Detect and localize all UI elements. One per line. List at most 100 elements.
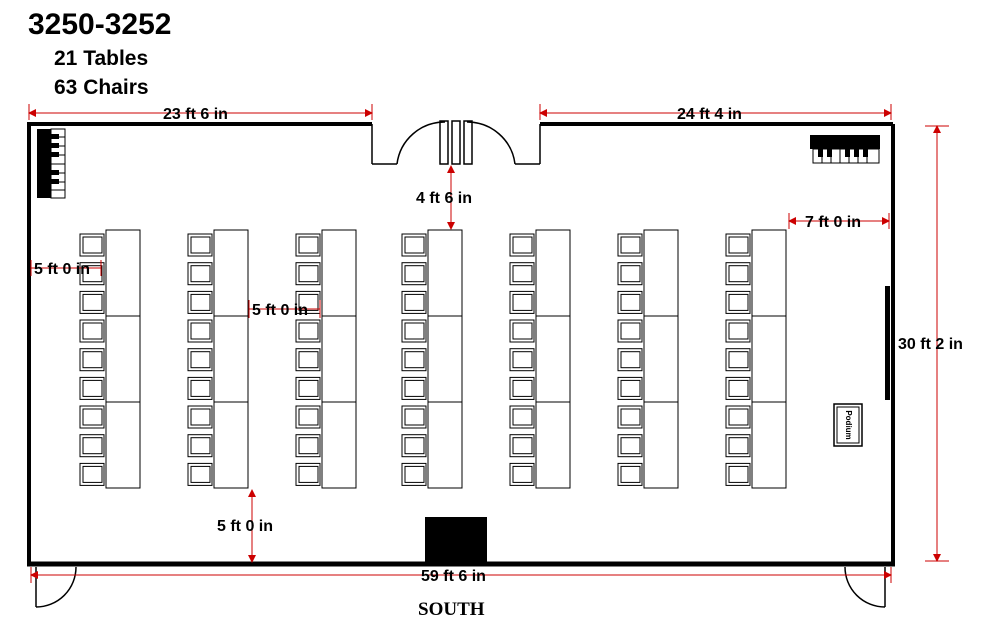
chair: [401, 434, 427, 458]
table: [535, 315, 571, 403]
chair: [401, 262, 427, 286]
chair: [617, 290, 643, 314]
table-column: [295, 229, 357, 489]
table: [105, 401, 141, 489]
table: [751, 401, 787, 489]
table: [213, 229, 249, 317]
table: [213, 315, 249, 403]
chair: [617, 348, 643, 372]
table-column: [725, 229, 787, 489]
table-column: [509, 229, 571, 489]
dimension-labels: 23 ft 6 in 24 ft 4 in 4 ft 6 in 7 ft 0 i…: [34, 106, 963, 620]
table: [427, 401, 463, 489]
whiteboard: [885, 286, 890, 400]
table: [105, 315, 141, 403]
table: [321, 229, 357, 317]
chair: [187, 290, 213, 314]
table: [105, 229, 141, 317]
dim-podium-gap: 7 ft 0 in: [805, 214, 861, 231]
table: [751, 229, 787, 317]
table: [213, 401, 249, 489]
south-label: SOUTH: [418, 599, 485, 620]
seating-area: [79, 229, 787, 489]
chair: [401, 319, 427, 343]
dim-room-width: 59 ft 6 in: [421, 568, 486, 585]
chair: [401, 405, 427, 429]
rear-cabinet: [425, 517, 487, 564]
dim-column-aisle: 5 ft 0 in: [252, 302, 308, 319]
table: [427, 315, 463, 403]
chair: [79, 376, 105, 400]
table: [643, 229, 679, 317]
chair: [295, 434, 321, 458]
chair: [509, 462, 535, 486]
chair: [79, 348, 105, 372]
chair: [187, 233, 213, 257]
chair: [79, 233, 105, 257]
chair: [187, 462, 213, 486]
chair: [725, 348, 751, 372]
chair: [617, 434, 643, 458]
dimension-lines: [28, 104, 949, 583]
chair: [725, 405, 751, 429]
podium-label: Podium: [844, 410, 853, 439]
chair: [725, 233, 751, 257]
chair: [295, 290, 321, 314]
chair: [617, 233, 643, 257]
chair: [295, 462, 321, 486]
table: [321, 401, 357, 489]
chair: [509, 405, 535, 429]
chair: [617, 376, 643, 400]
chair: [401, 290, 427, 314]
dim-top-right: 24 ft 4 in: [677, 106, 742, 123]
chair: [79, 405, 105, 429]
chair: [79, 290, 105, 314]
chair: [725, 262, 751, 286]
chair: [509, 348, 535, 372]
chair: [509, 319, 535, 343]
room-title: 3250-3252: [28, 8, 172, 41]
table: [643, 315, 679, 403]
chair: [295, 405, 321, 429]
chair: [617, 462, 643, 486]
table-count: 21 Tables: [54, 47, 149, 70]
chair: [79, 462, 105, 486]
chair: [401, 348, 427, 372]
chair: [617, 405, 643, 429]
dim-left-aisle: 5 ft 0 in: [34, 261, 90, 278]
chair: [725, 434, 751, 458]
chair: [79, 319, 105, 343]
chair: [725, 462, 751, 486]
table: [535, 401, 571, 489]
chair: [401, 233, 427, 257]
podium: Podium: [833, 403, 863, 447]
chair: [509, 376, 535, 400]
chair: [725, 290, 751, 314]
table: [643, 401, 679, 489]
chair: [295, 376, 321, 400]
chair: [617, 319, 643, 343]
chair: [617, 262, 643, 286]
chair: [295, 262, 321, 286]
table: [535, 229, 571, 317]
chair: [187, 319, 213, 343]
table: [427, 229, 463, 317]
chair: [509, 233, 535, 257]
piano-icon: [810, 135, 880, 164]
chair: [401, 376, 427, 400]
chair-count: 63 Chairs: [54, 76, 149, 99]
chair: [187, 434, 213, 458]
chair: [295, 348, 321, 372]
table-column: [617, 229, 679, 489]
chair: [725, 319, 751, 343]
table-column: [79, 229, 141, 489]
chair: [79, 434, 105, 458]
dim-room-depth: 30 ft 2 in: [898, 336, 963, 353]
chair: [187, 262, 213, 286]
piano-icon: [37, 128, 66, 199]
dim-top-left: 23 ft 6 in: [163, 106, 228, 123]
table: [321, 315, 357, 403]
dim-front-gap: 4 ft 6 in: [416, 190, 472, 207]
